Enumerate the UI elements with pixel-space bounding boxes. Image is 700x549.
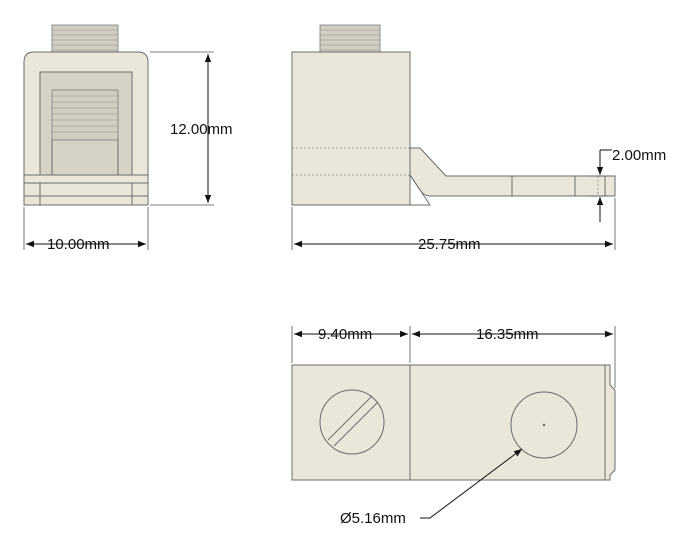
screw-slot bbox=[327, 395, 379, 447]
front-base-tab bbox=[23, 174, 149, 206]
top-right-section-label: 16.35mm bbox=[476, 326, 539, 343]
hole-diameter-leader bbox=[420, 448, 523, 519]
hole-diameter-label: Ø5.16mm bbox=[340, 510, 406, 527]
side-view: 2.00mm 25.75mm bbox=[291, 24, 666, 253]
side-body bbox=[291, 51, 411, 206]
hole-center-mark bbox=[542, 423, 546, 427]
side-screw-thread bbox=[319, 24, 381, 54]
side-length-label: 25.75mm bbox=[418, 236, 481, 253]
tab-thickness-label: 2.00mm bbox=[612, 147, 666, 164]
side-tab bbox=[409, 147, 611, 197]
front-width-label: 10.00mm bbox=[47, 236, 110, 253]
side-screw-thread-lines bbox=[320, 29, 380, 51]
front-inner-thread bbox=[51, 89, 119, 141]
side-tab-end bbox=[604, 175, 616, 197]
front-view: 12.00mm 10.00mm bbox=[23, 24, 233, 253]
screw-head bbox=[319, 389, 385, 455]
front-inner-thread-lines bbox=[52, 95, 118, 133]
top-view: 9.40mm 16.35mm Ø5.16mm bbox=[291, 326, 616, 527]
top-left-section-label: 9.40mm bbox=[318, 326, 372, 343]
front-height-label: 12.00mm bbox=[170, 121, 233, 138]
